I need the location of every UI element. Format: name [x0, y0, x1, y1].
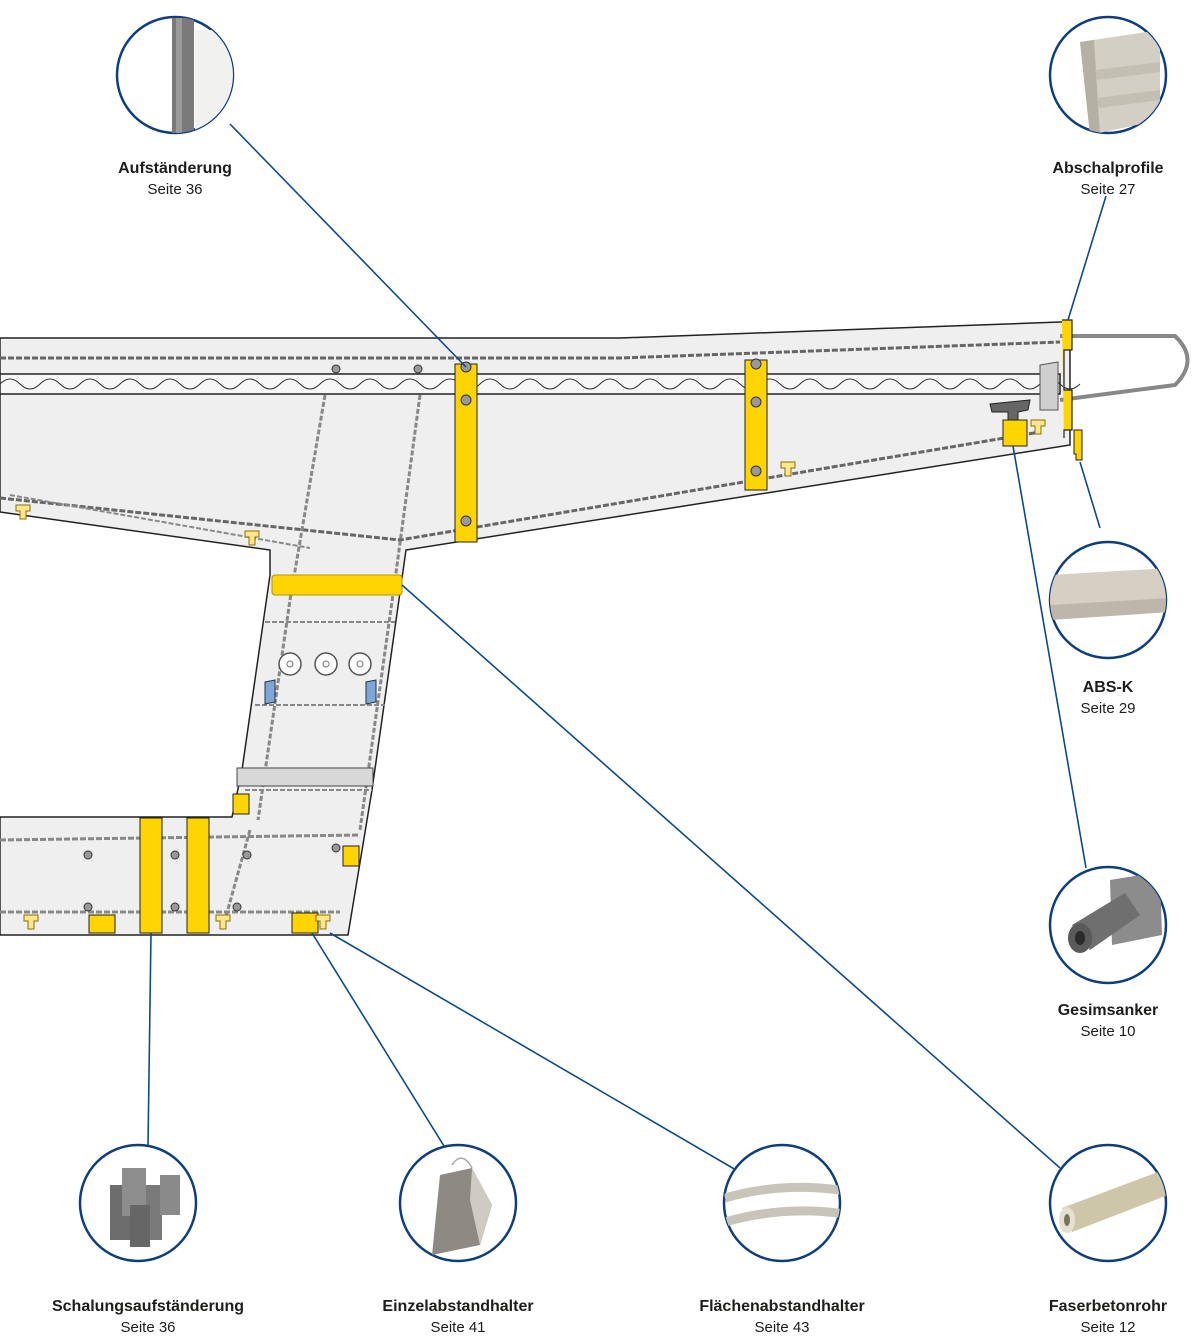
callout-circle-schalungsaufstaenderung — [78, 1143, 198, 1263]
label-title: Schalungsaufständerung — [51, 1298, 245, 1315]
label-page: Seite 12 — [1080, 1319, 1136, 1336]
label-page: Seite 43 — [754, 1319, 810, 1336]
label-page: Seite 41 — [430, 1319, 486, 1336]
label-page: Seite 10 — [1080, 1023, 1136, 1040]
callout-circle-abschalprofile — [1048, 15, 1168, 135]
label-page: Seite 36 — [147, 181, 203, 198]
label-page: Seite 29 — [1080, 700, 1136, 717]
callout-circle-faserbetonrohr — [1048, 1143, 1168, 1263]
callout-circle-abs-k — [1048, 540, 1168, 660]
callout-circle-flaechenabstandhalter — [722, 1143, 842, 1263]
label-title: Aufständerung — [118, 160, 232, 177]
callout-circle-gesimsanker — [1048, 865, 1168, 985]
label-title: Abschalprofile — [1052, 160, 1164, 177]
callout-circle-einzelabstandhalter — [398, 1143, 518, 1263]
label-title: Flächenabstandhalter — [699, 1298, 865, 1315]
label-einzelabstandhalter: Einzelabstandhalter Seite 41 — [358, 1296, 558, 1338]
label-abs-k: ABS-K Seite 29 — [1038, 677, 1178, 719]
label-aufstaenderung: Aufständerung Seite 36 — [95, 158, 255, 200]
label-title: Gesimsanker — [1057, 1002, 1159, 1019]
label-page: Seite 36 — [120, 1319, 176, 1336]
leader-lines — [147, 123, 1107, 1171]
label-flaechenabstandhalter: Flächenabstandhalter Seite 43 — [672, 1296, 892, 1338]
label-title: ABS-K — [1082, 679, 1134, 696]
label-gesimsanker: Gesimsanker Seite 10 — [1028, 1000, 1188, 1042]
label-abschalprofile: Abschalprofile Seite 27 — [1028, 158, 1188, 200]
concrete-section — [0, 319, 1190, 936]
callout-circle-aufstaenderung — [115, 15, 235, 135]
label-title: Faserbetonrohr — [1048, 1298, 1168, 1315]
label-title: Einzelabstandhalter — [382, 1298, 534, 1315]
label-schalungsaufstaenderung: Schalungsaufständerung Seite 36 — [18, 1296, 278, 1338]
label-page: Seite 27 — [1080, 181, 1136, 198]
label-faserbetonrohr: Faserbetonrohr Seite 12 — [1023, 1296, 1193, 1338]
